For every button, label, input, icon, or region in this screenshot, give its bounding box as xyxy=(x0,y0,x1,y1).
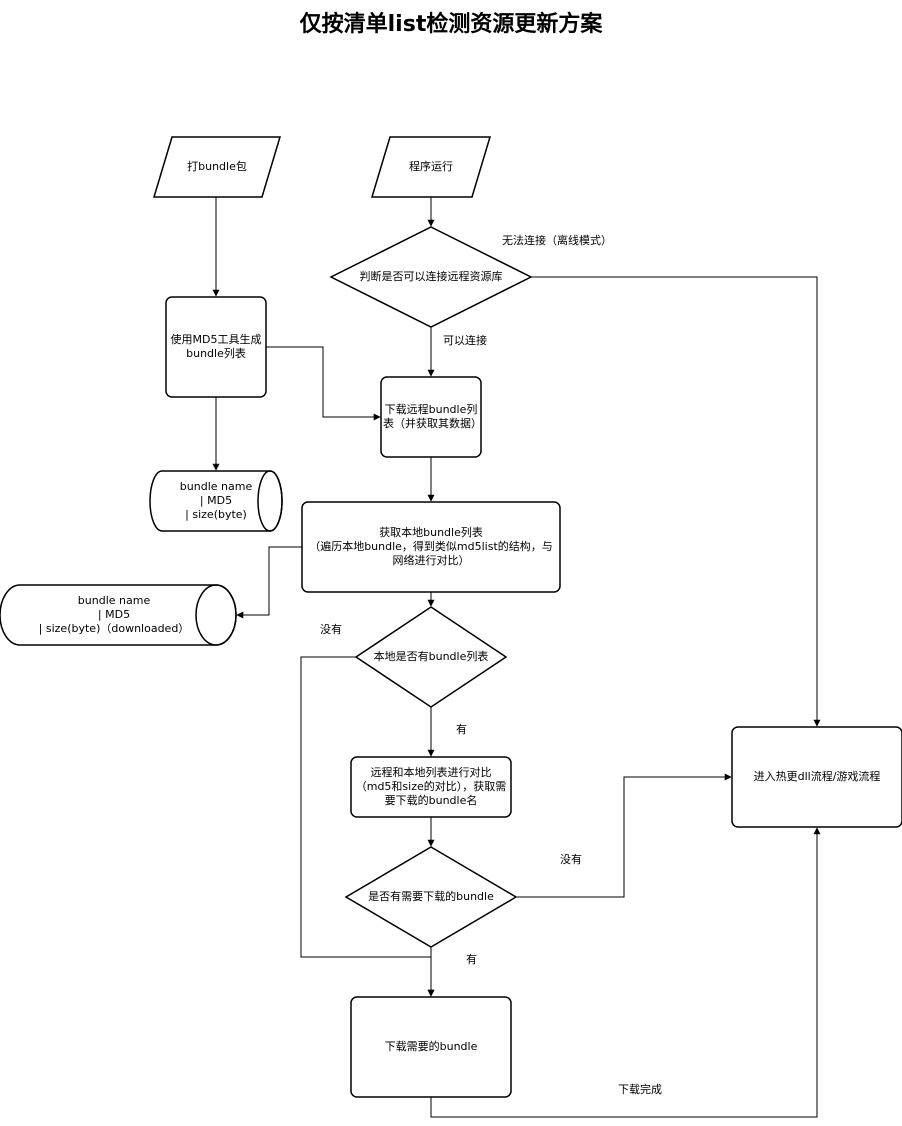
run-program-shape xyxy=(370,136,492,198)
local-list-line: （遍历本地bundle，得到类似md5list的结构，与 xyxy=(309,540,553,553)
db-line: bundle name xyxy=(77,594,151,607)
db-line: | size(byte) xyxy=(185,508,247,521)
edge-no-list-to-download xyxy=(300,656,435,997)
db-line: bundle name xyxy=(179,480,253,493)
local-list-line: 获取本地bundle列表 xyxy=(379,526,483,539)
edge-label-offline: 无法连接（离线模式） xyxy=(502,234,612,247)
has-local-list-label: 本地是否有bundle列表 xyxy=(373,650,489,663)
enter-hot-update-label: 进入热更dll流程/游戏流程 xyxy=(753,770,881,783)
edge-label-no-local: 没有 xyxy=(320,623,342,636)
need-download-label: 是否有需要下载的bundle xyxy=(368,890,494,903)
compare-lists-label: 远程和本地列表进行对比（md5和size的对比），获取需要下载的bundle名 xyxy=(355,766,507,807)
enter-hot-update-box xyxy=(731,726,902,828)
edge-download-done-to-enter xyxy=(430,827,821,1118)
db-line: | MD5 xyxy=(97,608,131,621)
download-needed-label: 下载需要的bundle xyxy=(384,1040,478,1053)
db-line: | MD5 xyxy=(199,494,233,507)
can-connect-label: 判断是否可以连接远程资源库 xyxy=(359,270,503,283)
download-remote-list-label: 下载远程bundle列表（并获取其数据） xyxy=(383,403,482,430)
edge-no-download-to-enter xyxy=(516,773,732,898)
bundle-list-db-label: bundle name | MD5 | size(byte) xyxy=(158,471,274,531)
bundle-list-cylinder xyxy=(149,470,283,532)
edge-label-no-download: 没有 xyxy=(560,853,582,866)
db-line: | size(byte)（downloaded） xyxy=(38,622,190,635)
edge-md5-to-download-remote xyxy=(266,346,381,421)
get-local-list-label: 获取本地bundle列表 （遍历本地bundle，得到类似md5list的结构，… xyxy=(302,502,560,592)
build-bundle-label: 打bundle包 xyxy=(187,160,247,173)
diagram-title: 仅按清单list检测资源更新方案 xyxy=(299,12,603,37)
build-bundle-shape xyxy=(152,136,282,198)
downloaded-db-label: bundle name | MD5 | size(byte)（downloade… xyxy=(8,585,220,645)
edge-label-has-download: 有 xyxy=(466,953,477,966)
edge-label-download-done: 下载完成 xyxy=(618,1083,662,1096)
edge-label-can-connect: 可以连接 xyxy=(443,334,487,347)
md5-tool-label: 使用MD5工具生成bundle列表 xyxy=(170,333,262,360)
edge-offline-to-enter xyxy=(531,276,821,727)
edge-local-to-db-downloaded xyxy=(236,546,302,619)
run-program-label: 程序运行 xyxy=(409,160,453,173)
local-list-line: 网络进行对比） xyxy=(392,554,470,567)
edge-label-has-local: 有 xyxy=(456,723,467,736)
downloaded-list-cylinder xyxy=(0,584,237,646)
